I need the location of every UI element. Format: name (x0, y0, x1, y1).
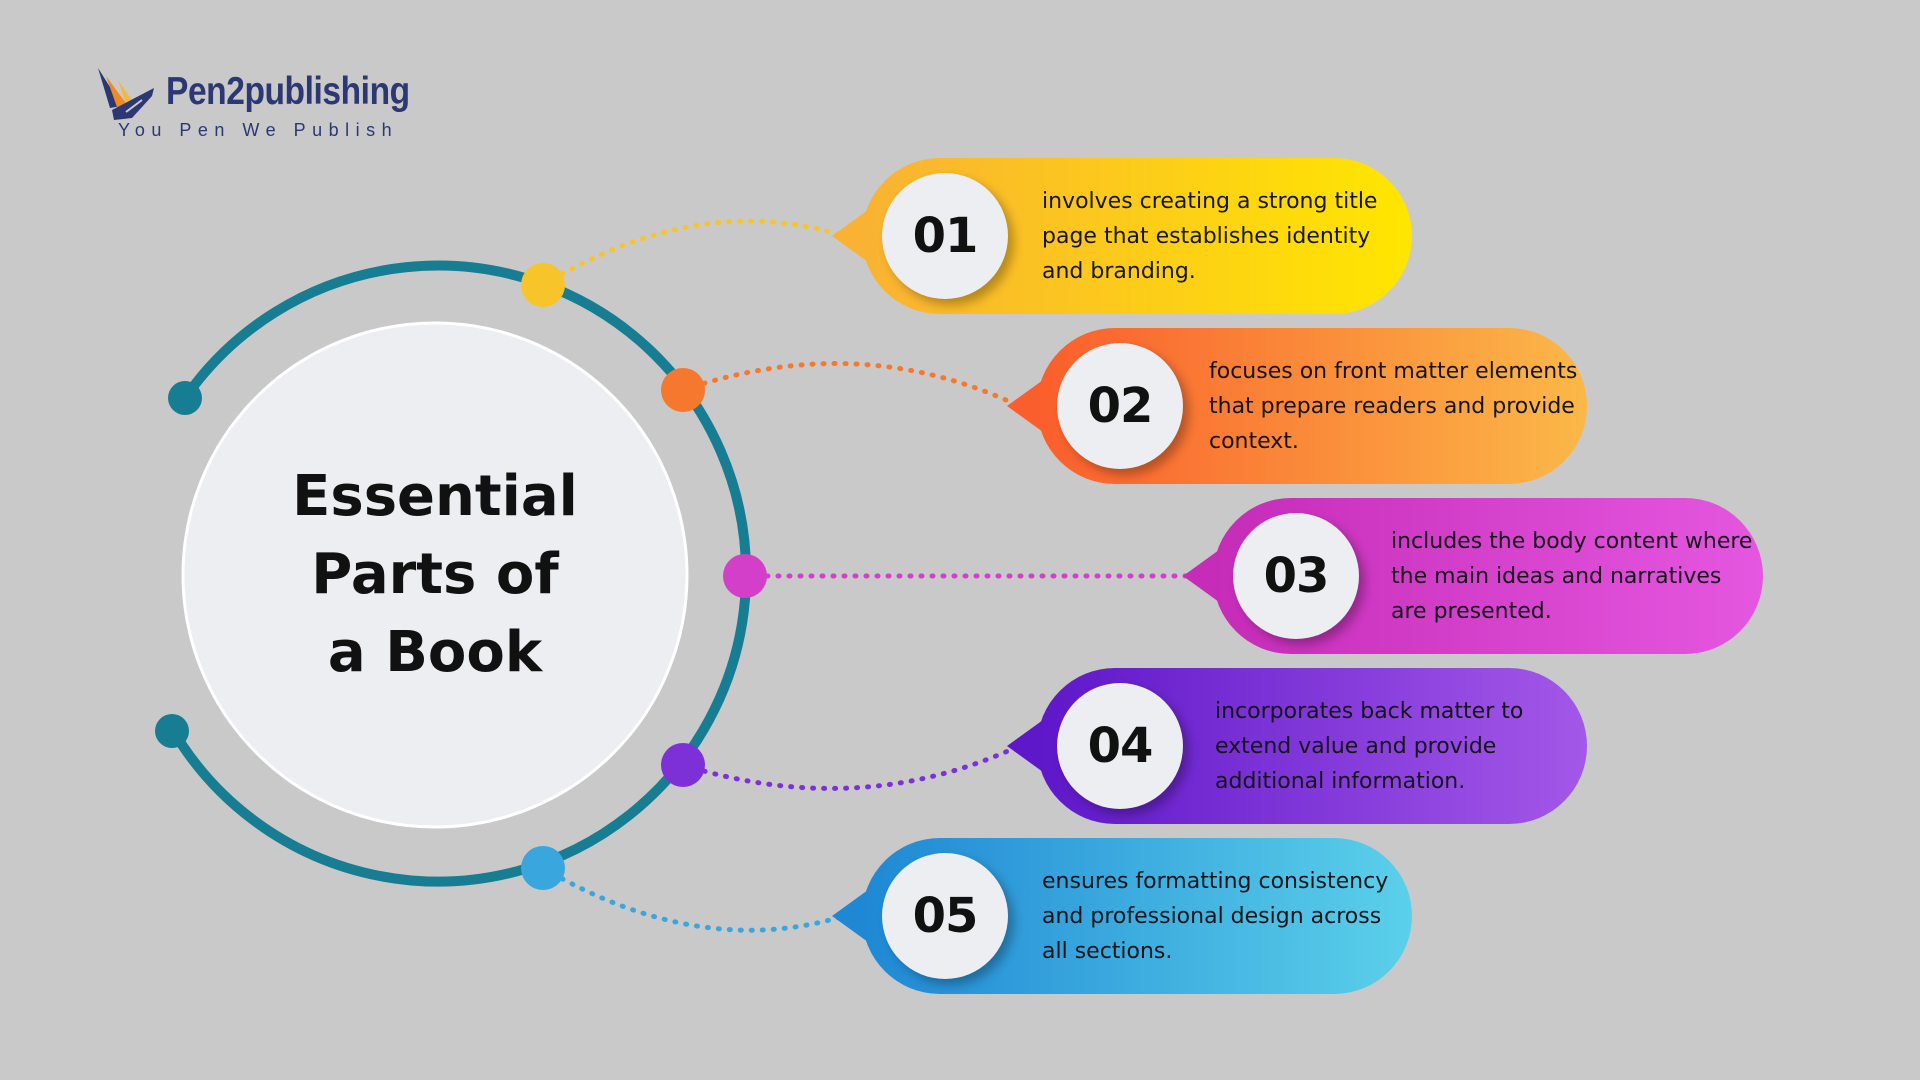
step-description: ensures formatting consistency and profe… (1042, 869, 1389, 964)
ring-node (521, 263, 565, 307)
step-number: 01 (912, 208, 979, 264)
diagram-title: Essential Parts of a Book (292, 464, 578, 685)
step-card-03: 03 includes the body content where the m… (1213, 498, 1763, 654)
ring-layer (155, 260, 752, 887)
step-number-badge: 03 (1233, 513, 1359, 639)
step-description: incorporates back matter to extend value… (1215, 699, 1524, 794)
step-description: includes the body content where the main… (1391, 529, 1753, 624)
step-card-05: 05 ensures formatting consistency and pr… (862, 838, 1412, 994)
step-number: 04 (1087, 718, 1154, 774)
ring-node (723, 554, 767, 598)
logo: Pen2publishing You Pen We Publish (92, 62, 410, 144)
pill-pointer (832, 890, 868, 942)
ring-node (661, 743, 705, 787)
logo-tagline: You Pen We Publish (118, 120, 399, 140)
center-title-box: Essential Parts of a Book (185, 325, 685, 825)
step-number: 03 (1263, 548, 1330, 604)
ring-end-dot (155, 714, 189, 748)
logo-name: Pen2publishing (166, 70, 410, 113)
step-description: involves creating a strong title page th… (1042, 189, 1378, 284)
ring-node (661, 368, 705, 412)
ring-end-dot (168, 381, 202, 415)
connector-dotted-line (680, 743, 1022, 791)
step-number-badge: 04 (1057, 683, 1183, 809)
pill-pointer (832, 210, 868, 262)
node-layer (521, 263, 767, 890)
step-card-04: 04 incorporates back matter to extend va… (1037, 668, 1587, 824)
ring-node (521, 846, 565, 890)
step-card-02: 02 focuses on front matter elements that… (1037, 328, 1587, 484)
step-description: focuses on front matter elements that pr… (1209, 359, 1578, 454)
step-number: 02 (1087, 378, 1154, 434)
step-number-badge: 05 (882, 853, 1008, 979)
pill-pointer (1183, 550, 1219, 602)
step-number: 05 (912, 888, 979, 944)
pill-pointer (1007, 380, 1043, 432)
center-disc (181, 321, 689, 829)
step-number-badge: 02 (1057, 343, 1183, 469)
connector-dotted-line (540, 218, 847, 288)
pill-pointer (1007, 720, 1043, 772)
step-number-badge: 01 (882, 173, 1008, 299)
pen-nib-logo-icon (98, 68, 154, 120)
connector-dotted-line (680, 361, 1022, 409)
step-card-01: 01 involves creating a strong title page… (862, 158, 1412, 314)
connector-layer (540, 210, 1219, 942)
connector-dotted-line (540, 865, 847, 933)
